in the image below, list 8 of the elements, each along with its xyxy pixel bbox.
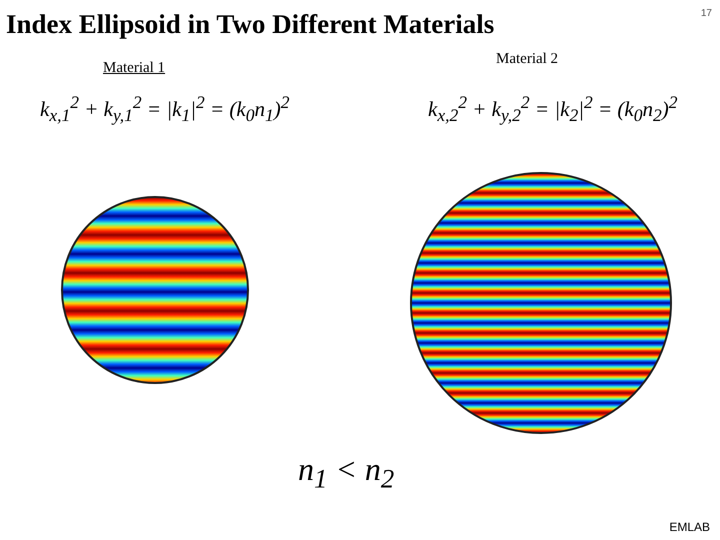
material-label: Material 2 (496, 51, 558, 68)
lab-name: EMLAB (669, 520, 710, 534)
page-number: 17 (700, 8, 712, 19)
equation: k$_{x,1}$$^{2}$ + k$_{y,1}$$^{2}$ = |k$_{1}$|$^{2}$ = (k$_{0}$n$_{1}$)$^{2}$ (40, 93, 290, 126)
inequality: n$_{1}$ < n$_{2}$ (298, 452, 394, 494)
material-label: Material 1 (103, 60, 166, 76)
equation: k$_{x,2}$$^{2}$ + k$_{y,2}$$^{2}$ = |k$_{2}$|$^{2}$ = (k$_{0}$n$_{2}$)$^{2}$ (428, 93, 678, 126)
slide-title: Index Ellipsoid in Two Different Materials (6, 10, 494, 40)
